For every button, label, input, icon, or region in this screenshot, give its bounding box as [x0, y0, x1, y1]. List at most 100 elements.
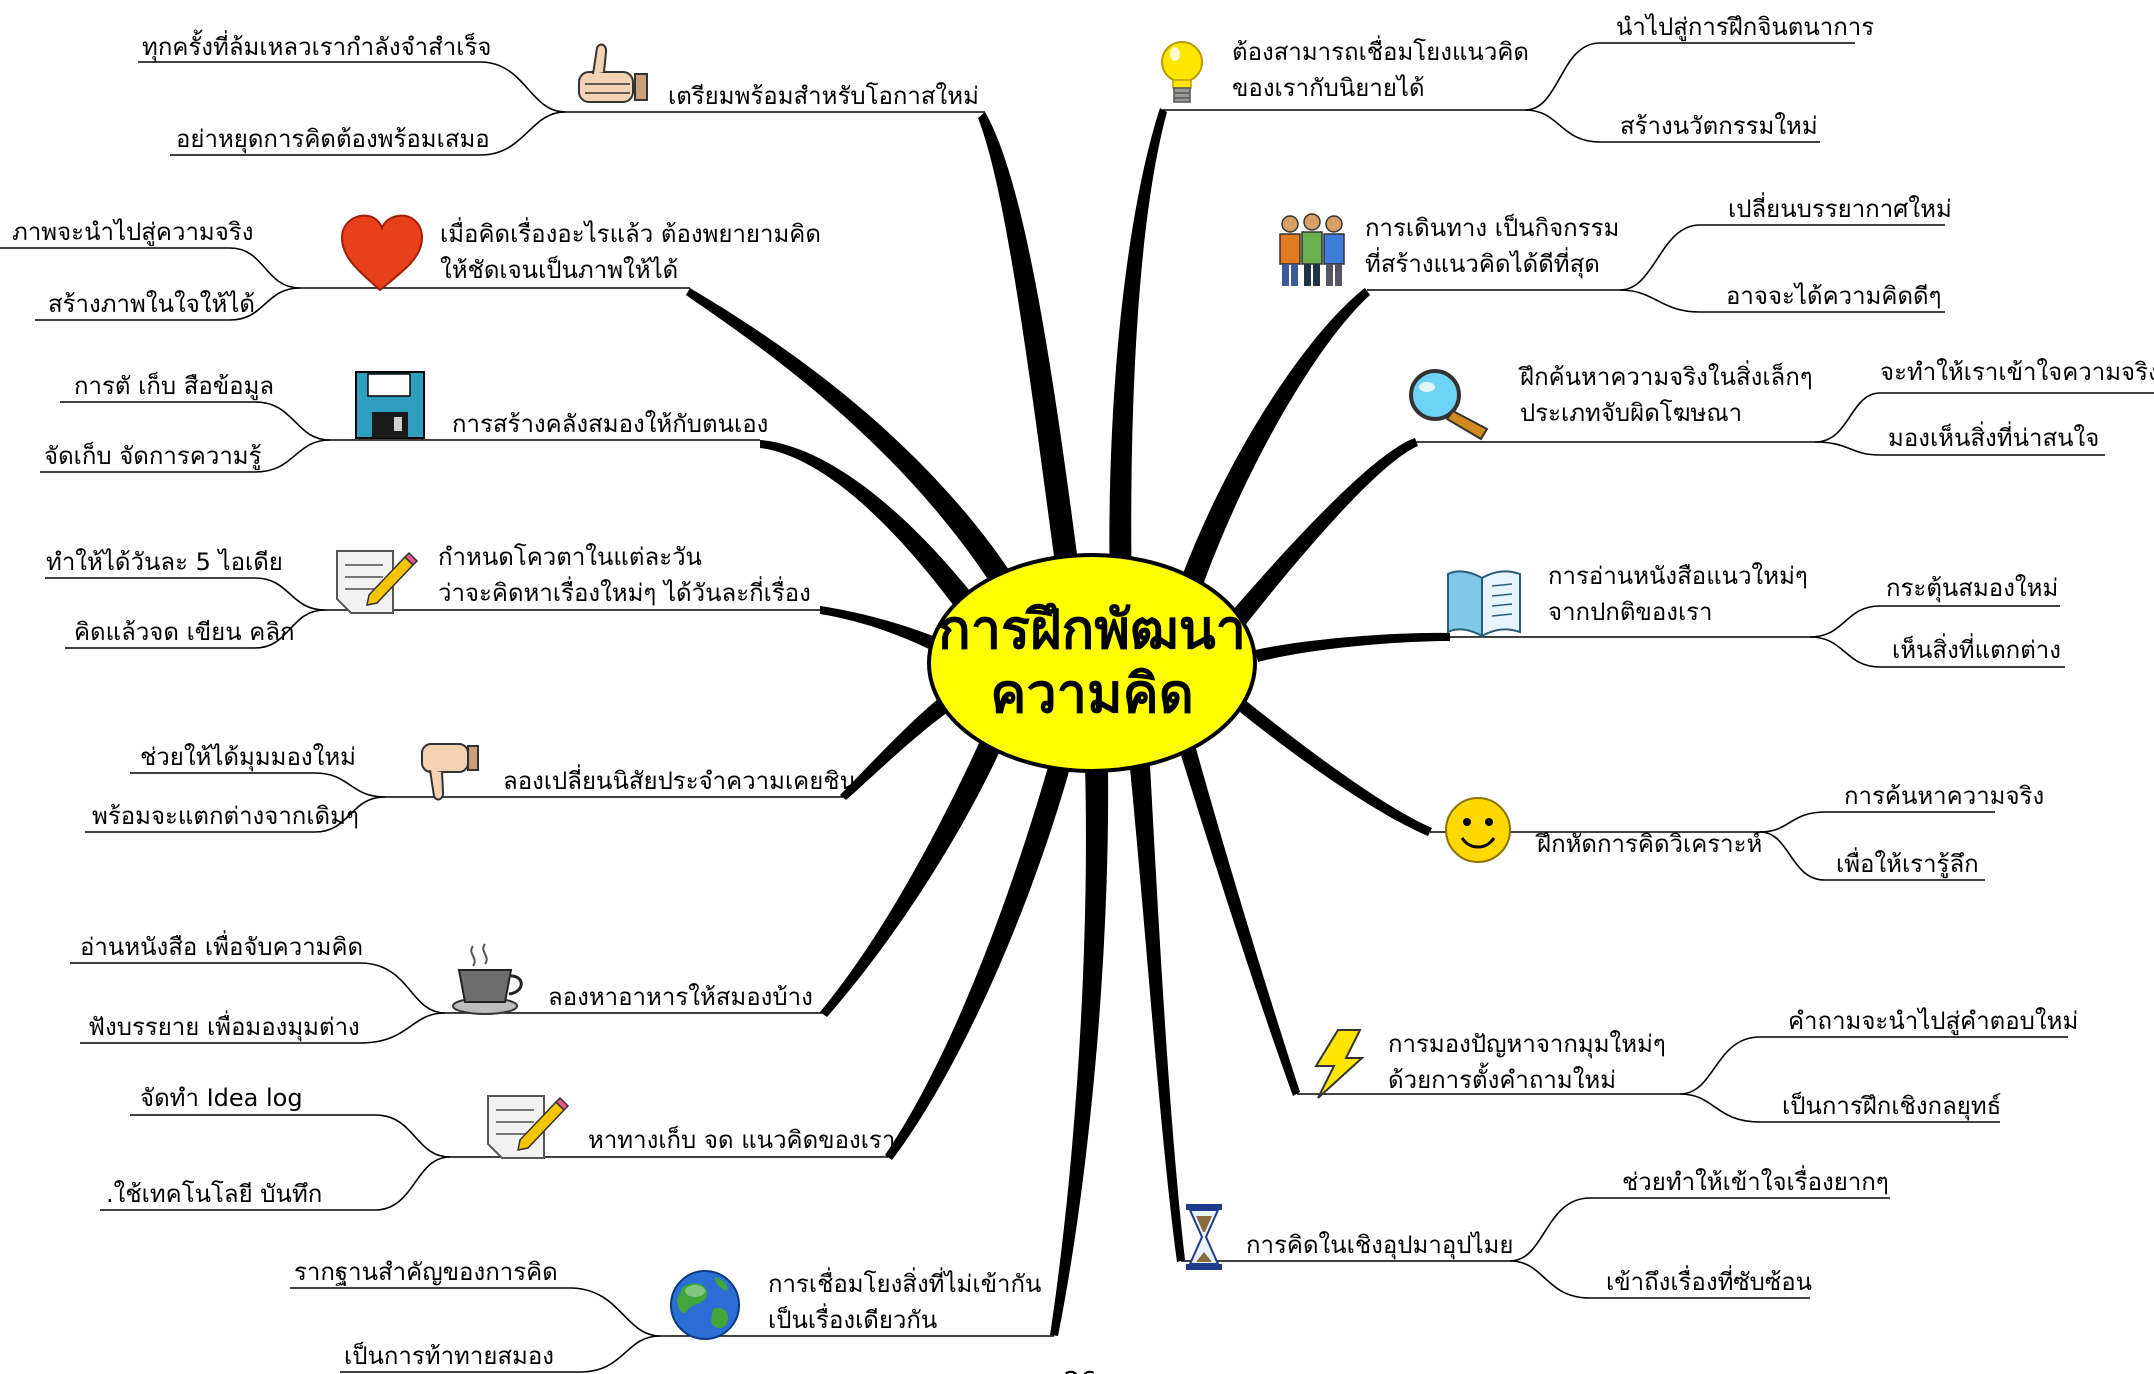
- branch-new-perspective: การมองปัญหาจากมุมใหม่ๆ ด้วยการตั้งคำถามใ…: [1314, 1007, 2078, 1121]
- branch-title-line1: การเชื่อมโยงสิ่งที่ไม่เข้ากัน: [768, 1267, 1041, 1298]
- branch-title: การสร้างคลังสมองให้กับตนเอง: [452, 410, 768, 438]
- sub-item: เพื่อให้เรารู้ลึก: [1836, 847, 1979, 879]
- branch-daily-quota: กำหนดโควตาในแต่ละวัน ว่าจะคิดหาเรื่องใหม…: [46, 543, 811, 646]
- trunk-r5: [1240, 700, 1432, 836]
- trunk-r7: [1130, 765, 1185, 1262]
- notepad-pencil-icon: [336, 550, 419, 614]
- coffee-cup-icon: [452, 943, 523, 1015]
- central-title-line2: ความคิด: [990, 662, 1194, 725]
- branch-connect-fiction: ต้องสามารถเชื่อมโยงแนวคิด ของเรากับนิยาย…: [1161, 13, 1874, 140]
- branch-title-line2: ประเภทจับผิดโฆษณา: [1520, 399, 1742, 427]
- branch-title-line1: การเดินทาง เป็นกิจกรรม: [1365, 213, 1619, 242]
- branch-title-line2: ว่าจะคิดหาเรื่องใหม่ๆ ได้วันละกี่เรื่อง: [438, 576, 811, 607]
- sub-item: ช่วยทำให้เข้าใจเรื่องยากๆ: [1622, 1165, 1889, 1196]
- hourglass-icon: [1186, 1204, 1222, 1270]
- sub-item: สร้างนวัตกรรมใหม่: [1620, 112, 1818, 140]
- sub-item: การตั เก็บ สือข้อมูล: [74, 371, 274, 401]
- branch-title: หาทางเก็บ จด แนวคิดของเรา: [588, 1125, 895, 1154]
- branch-visualize-clearly: เมื่อคิดเรื่องอะไรแล้ว ต้องพยายามคิด ให้…: [12, 214, 821, 318]
- sub-item: เป็นการท้าทายสมอง: [344, 1341, 554, 1370]
- branch-title-line1: เมื่อคิดเรื่องอะไรแล้ว ต้องพยายามคิด: [440, 217, 821, 248]
- sub-item: ภาพจะนำไปสู่ความจริง: [12, 218, 253, 247]
- trunk-r6: [1180, 745, 1300, 1096]
- sub-item: คิดแล้วจด เขียน คลิก: [74, 618, 295, 646]
- sub-item: พร้อมจะแตกต่างจากเดิมๆ: [92, 802, 359, 830]
- trunk-l5: [840, 685, 965, 800]
- central-topic: การฝึกพัฒนา ความคิด: [927, 553, 1257, 773]
- branch-title-line1: ฝึกค้นหาความจริงในสิ่งเล็กๆ: [1517, 360, 1812, 391]
- trunk-l8: [1050, 765, 1109, 1336]
- sub-item: สร้างภาพในใจให้ได้: [48, 290, 255, 318]
- lightning-bolt-icon: [1314, 1029, 1365, 1099]
- sub-item: ทำให้ได้วันละ 5 ไอเดีย: [46, 548, 283, 576]
- trunk-r1: [1109, 108, 1167, 605]
- sub-item: เข้าถึงเรื่องที่ซับซ้อน: [1606, 1265, 1812, 1296]
- branch-brain-bank: การสร้างคลังสมองให้กับตนเอง การตั เก็บ ส…: [44, 371, 768, 471]
- branch-find-truth: ฝึกค้นหาความจริงในสิ่งเล็กๆ ประเภทจับผิด…: [1409, 358, 2154, 452]
- branch-travel: การเดินทาง เป็นกิจกรรม ที่สร้างแนวคิดได้…: [1279, 192, 1952, 310]
- branch-title-line1: กำหนดโควตาในแต่ละวัน: [438, 543, 702, 571]
- branch-title: การคิดในเชิงอุปมาอุปไมย: [1246, 1231, 1513, 1260]
- branch-title-line1: การมองปัญหาจากมุมใหม่ๆ: [1388, 1030, 1666, 1059]
- light-bulb-icon: [1161, 41, 1203, 103]
- magnifying-glass-icon: [1409, 369, 1489, 441]
- people-group-icon: [1279, 213, 1345, 286]
- sub-item: อ่านหนังสือ เพื่อจับความคิด: [80, 930, 363, 961]
- branch-lines: [0, 42, 2154, 1373]
- branch-prepare-opportunity: เตรียมพร้อมสำหรับโอกาสใหม่ ทุกครั้งที่ล้…: [142, 29, 979, 154]
- trunk-l7: [885, 760, 1070, 1160]
- branch-title: ฝึกหัดการคิดวิเคราะห์: [1534, 830, 1762, 858]
- branch-change-habits: ลองเปลี่ยนนิสัยประจำความเคยชิน ช่วยให้ได…: [92, 743, 856, 830]
- floppy-disk-icon: [355, 371, 425, 439]
- open-book-icon: [1447, 570, 1521, 638]
- sub-item: อย่าหยุดการคิดต้องพร้อมเสมอ: [176, 125, 490, 154]
- trunk-r4: [1255, 632, 1450, 662]
- sub-item: จะทำให้เราเข้าใจความจริง: [1880, 358, 2154, 386]
- thumbs-down-icon: [421, 743, 479, 801]
- heart-icon: [340, 214, 424, 292]
- branch-metaphor-thinking: การคิดในเชิงอุปมาอุปไมย ช่วยทำให้เข้าใจเ…: [1186, 1165, 1889, 1296]
- sub-item: .ใช้เทคโนโลยี บันทึก: [106, 1180, 322, 1208]
- sub-item: จัดทำ Idea log: [140, 1084, 303, 1112]
- sub-item: นำไปสู่การฝึกจินตนาการ: [1616, 13, 1874, 42]
- branch-title-line2: ที่สร้างแนวคิดได้ดีที่สุด: [1365, 247, 1600, 279]
- smiley-face-icon: [1445, 797, 1511, 863]
- branch-title-line1: ต้องสามารถเชื่อมโยงแนวคิด: [1232, 35, 1529, 66]
- sub-item: กระตุ้นสมองใหม่: [1886, 574, 2058, 603]
- central-ellipse: [927, 553, 1257, 773]
- sub-item: จัดเก็บ จัดการความรู้: [44, 441, 262, 471]
- branch-title-line2: จากปกติของเรา: [1548, 598, 1713, 626]
- trunk-l4: [820, 606, 955, 660]
- sub-item: คำถามจะนำไปสู่คำตอบใหม่: [1788, 1007, 2078, 1036]
- sub-item: รากฐานสำคัญของการคิด: [294, 1258, 558, 1286]
- branch-title-line2: เป็นเรื่องเดียวกัน: [768, 1303, 937, 1334]
- branch-connect-unrelated: การเชื่อมโยงสิ่งที่ไม่เข้ากัน เป็นเรื่อง…: [294, 1258, 1041, 1370]
- sub-item: ช่วยให้ได้มุมมองใหม่: [140, 743, 356, 772]
- sub-item: ฟังบรรยาย เพื่อมองมุมต่าง: [88, 1010, 360, 1042]
- central-title-line1: การฝึกพัฒนา: [938, 598, 1246, 661]
- trunk-r2: [1170, 288, 1370, 622]
- trunk-l1: [978, 112, 1090, 660]
- branch-title: ลองเปลี่ยนนิสัยประจำความเคยชิน: [503, 764, 856, 795]
- branch-new-books: การอ่านหนังสือแนวใหม่ๆ จากปกติของเรา กระ…: [1447, 562, 2061, 664]
- branch-title-line2: ของเรากับนิยายได้: [1232, 74, 1425, 102]
- thumbs-up-icon: [578, 43, 648, 103]
- branch-title: เตรียมพร้อมสำหรับโอกาสใหม่: [668, 82, 979, 110]
- branch-analytical-thinking: ฝึกหัดการคิดวิเคราะห์ การค้นหาความจริง เ…: [1445, 782, 2044, 879]
- branch-title: ลองหาอาหารให้สมองบ้าง: [548, 983, 813, 1011]
- branch-title-line1: การอ่านหนังสือแนวใหม่ๆ: [1548, 562, 1808, 590]
- sub-item: เปลี่ยนบรรยากาศใหม่: [1728, 192, 1952, 223]
- notepad-pencil-icon: [487, 1095, 570, 1159]
- trunk-l6: [820, 730, 1005, 1017]
- branch-record-ideas: หาทางเก็บ จด แนวคิดของเรา จัดทำ Idea log…: [106, 1084, 895, 1208]
- sub-item: มองเห็นสิ่งที่น่าสนใจ: [1888, 421, 2099, 452]
- sub-item: เห็นสิ่งที่แตกต่าง: [1892, 633, 2061, 664]
- globe-icon: [670, 1270, 740, 1340]
- branch-title-line2: ด้วยการตั้งคำถามใหม่: [1388, 1062, 1616, 1094]
- sub-item: เป็นการฝึกเชิงกลยุทธ์: [1782, 1091, 2001, 1121]
- sub-item: การค้นหาความจริง: [1844, 782, 2044, 810]
- branch-title-line2: ให้ชัดเจนเป็นภาพให้ได้: [440, 255, 678, 284]
- trunk-r3: [1220, 438, 1418, 638]
- sub-item: อาจจะได้ความคิดดีๆ: [1726, 282, 1942, 310]
